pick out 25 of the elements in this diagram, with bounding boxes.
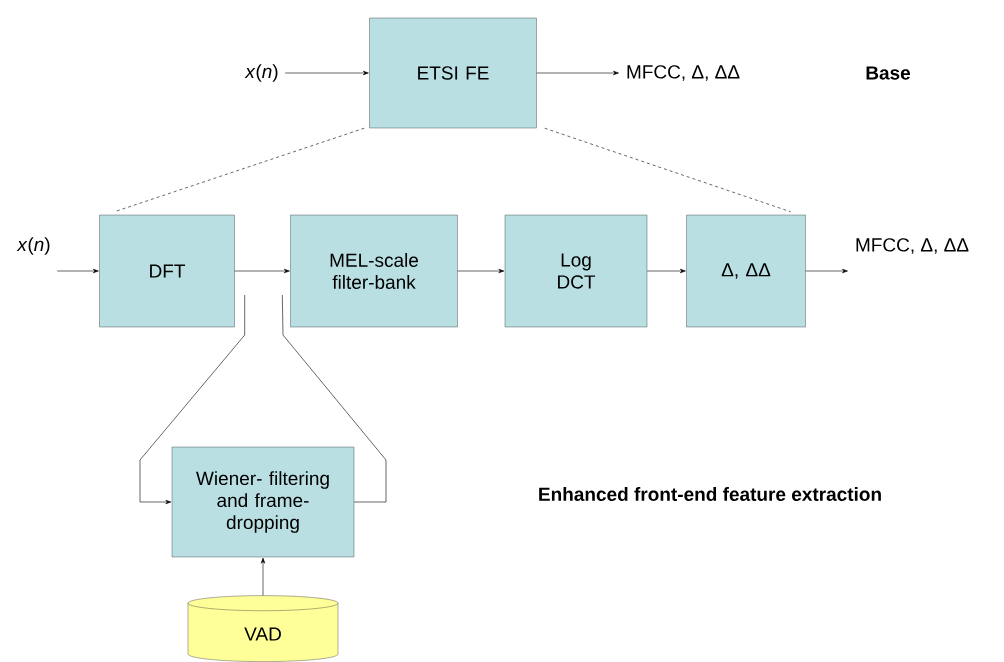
- arrow: [260, 557, 266, 596]
- caption-label: Enhanced front-end feature extraction: [539, 487, 881, 501]
- output-label: MFCC, Δ, ΔΔ: [627, 65, 740, 81]
- arrow: [805, 268, 848, 274]
- process-box: ETSI FE: [369, 17, 537, 129]
- arrow: [646, 268, 686, 274]
- process-box: Δ, ΔΔ: [686, 214, 806, 328]
- process-box: MEL-scale filter-bank: [290, 214, 458, 328]
- signal-label: x(n): [244, 64, 278, 82]
- output-label: MFCC, Δ, ΔΔ: [856, 238, 969, 254]
- section-label: Base: [866, 66, 911, 80]
- process-box: Wiener- filtering and frame-dropping: [171, 446, 355, 558]
- arrow: [56, 268, 99, 274]
- process-box: DFT: [99, 214, 235, 328]
- arrow: [457, 268, 505, 274]
- database-cylinder: VAD: [187, 595, 339, 662]
- process-box: Log DCT: [504, 214, 648, 328]
- arrow: [536, 70, 619, 76]
- arrow: [284, 70, 369, 76]
- dashed-line: [114, 127, 365, 213]
- arrow: [139, 294, 245, 505]
- signal-label: x(n): [16, 237, 50, 255]
- feedback-line: [282, 294, 387, 503]
- arrow: [234, 268, 290, 274]
- dashed-line: [544, 127, 791, 213]
